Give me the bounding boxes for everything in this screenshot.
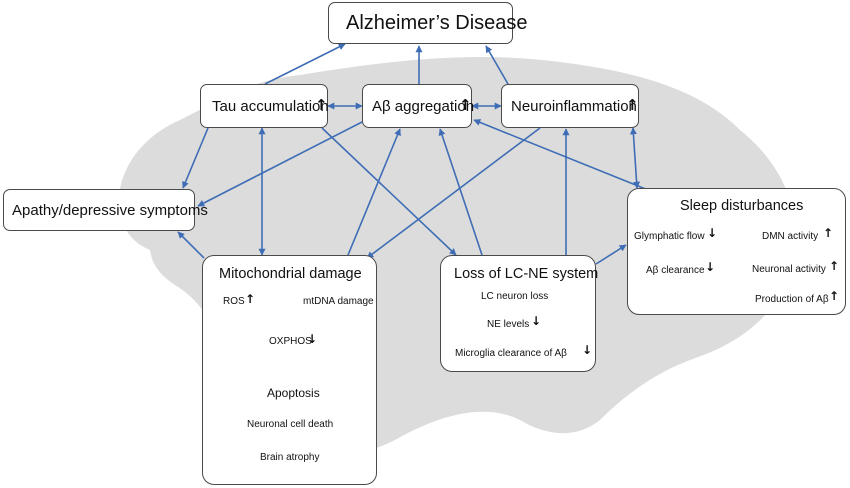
up-arrow-icon: ↑ bbox=[829, 259, 840, 273]
down-arrow-icon: ↓ bbox=[582, 343, 593, 357]
down-arrow-icon: ↓ bbox=[707, 226, 718, 240]
apathy-depressive-node: Apathy/depressive symptoms bbox=[3, 189, 208, 231]
lc-ne-system-label: Loss of LC-NE system bbox=[454, 266, 599, 282]
apathy-depressive-label: Apathy/depressive symptoms bbox=[12, 202, 208, 219]
edge-lcne-to-sleep bbox=[595, 244, 627, 265]
up-arrow-icon: ↑ bbox=[315, 96, 328, 114]
neuroinflammation-label: Neuroinflammation bbox=[511, 98, 637, 115]
mitochondrial-damage-node: Mitochondrial damage ROS ↑ mtDNA damage … bbox=[202, 255, 377, 485]
alzheimers-disease-label: Alzheimer’s Disease bbox=[346, 12, 528, 34]
brain-atrophy-label: Brain atrophy bbox=[260, 452, 320, 463]
neuronal-activity-label: Neuronal activity bbox=[752, 264, 826, 275]
mtdna-damage-label: mtDNA damage bbox=[303, 296, 374, 307]
neuronal-cell-death-label: Neuronal cell death bbox=[247, 419, 334, 430]
abeta-aggregation-label: Aβ aggregation bbox=[372, 98, 475, 115]
ros-label: ROS bbox=[223, 296, 245, 307]
sleep-disturbances-node: Sleep disturbances Glymphatic flow ↓ Aβ … bbox=[627, 188, 846, 315]
microglia-clearance-label: Microglia clearance of Aβ bbox=[455, 348, 567, 359]
edge-tau-to-ad bbox=[264, 43, 346, 85]
dmn-activity-label: DMN activity bbox=[762, 231, 819, 242]
oxphos-label: OXPHOS bbox=[269, 336, 312, 347]
up-arrow-icon: ↑ bbox=[626, 96, 639, 114]
abeta-aggregation-node: Aβ aggregation ↑ bbox=[362, 84, 475, 128]
edge-mito-to-abeta bbox=[347, 128, 401, 256]
edge-abeta-to-apathy bbox=[197, 121, 363, 207]
neuroinflammation-node: Neuroinflammation ↑ bbox=[501, 84, 639, 128]
sleep-disturbances-label: Sleep disturbances bbox=[680, 198, 804, 214]
alzheimers-disease-node: Alzheimer’s Disease bbox=[328, 2, 528, 44]
edge-mito-to-apathy bbox=[177, 231, 205, 259]
edge-lcne-to-abeta bbox=[438, 128, 483, 256]
edge-sleep-neuroinfl bbox=[629, 127, 641, 189]
tau-accumulation-node: Tau accumulation ↑ bbox=[200, 84, 329, 128]
apoptosis-label: Apoptosis bbox=[267, 386, 320, 400]
up-arrow-icon: ↑ bbox=[829, 289, 840, 303]
glymphatic-flow-label: Glymphatic flow bbox=[634, 231, 705, 242]
down-arrow-icon: ↓ bbox=[531, 314, 542, 328]
edge-tau-to-lcne bbox=[321, 127, 457, 256]
lc-neuron-loss-label: LC neuron loss bbox=[481, 291, 549, 302]
edge-neuroinfl-to-mito bbox=[366, 127, 541, 259]
edge-tau-to-apathy bbox=[182, 127, 209, 189]
down-arrow-icon: ↓ bbox=[307, 332, 318, 346]
edge-neuroinfl-to-ad bbox=[485, 45, 509, 85]
up-arrow-icon: ↑ bbox=[245, 292, 256, 306]
production-abeta-label: Production of Aβ bbox=[755, 294, 829, 305]
edge-sleep-to-abeta bbox=[473, 119, 649, 191]
mitochondrial-damage-label: Mitochondrial damage bbox=[219, 266, 362, 282]
up-arrow-icon: ↑ bbox=[459, 96, 472, 114]
abeta-clearance-label: Aβ clearance bbox=[646, 265, 705, 276]
tau-accumulation-label: Tau accumulation bbox=[212, 98, 329, 115]
lc-ne-system-node: Loss of LC-NE system LC neuron loss NE l… bbox=[440, 255, 599, 372]
up-arrow-icon: ↑ bbox=[823, 226, 834, 240]
down-arrow-icon: ↓ bbox=[705, 260, 716, 274]
ne-levels-label: NE levels bbox=[487, 319, 530, 330]
